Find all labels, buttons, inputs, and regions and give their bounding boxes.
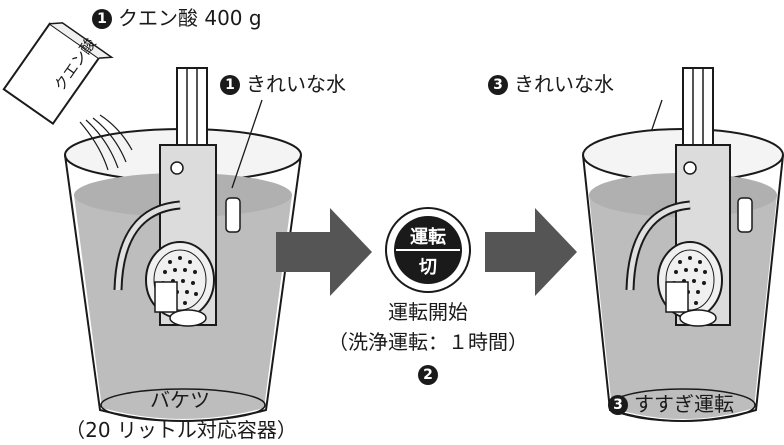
step1-citric-label: 1 クエン酸 400 g (92, 6, 262, 30)
powder-stream (79, 114, 133, 171)
operation-start-line1: 運転開始 (388, 300, 468, 324)
step-number-badge: 1 (92, 9, 112, 29)
right-shower-unit (625, 67, 753, 327)
citric-acid-package (2, 22, 114, 126)
operation-start-line2: （洗浄運転：１時間） (328, 330, 528, 354)
step3-water-text: きれいな水 (514, 72, 614, 96)
left-shower-unit (113, 67, 241, 327)
button-top-label: 運転 (410, 226, 446, 248)
step3-rinse-text: すすぎ運転 (634, 392, 734, 416)
step3-rinse-label: 3 すすぎ運転 (608, 392, 734, 416)
step-number-badge: 3 (608, 395, 628, 415)
operation-button-icon (385, 207, 471, 293)
step1-citric-text: クエン酸 400 g (118, 6, 262, 30)
step3-water-label: 3 きれいな水 (488, 72, 614, 96)
step-number-badge: 2 (418, 365, 438, 385)
step2-label: 2 (398, 362, 458, 386)
step-number-badge: 3 (488, 75, 508, 95)
bucket-label-line2: （20 リットル対応容器） (65, 418, 297, 442)
arrow-right-icon (276, 208, 372, 296)
step-number-badge: 1 (220, 75, 240, 95)
bucket-label-line1: バケツ (150, 388, 210, 412)
button-bottom-label: 切 (419, 257, 437, 278)
step1-water-text: きれいな水 (246, 72, 346, 96)
step1-water-label: 1 きれいな水 (220, 72, 346, 96)
arrow-right-icon (485, 208, 577, 296)
leader-line (231, 99, 263, 189)
